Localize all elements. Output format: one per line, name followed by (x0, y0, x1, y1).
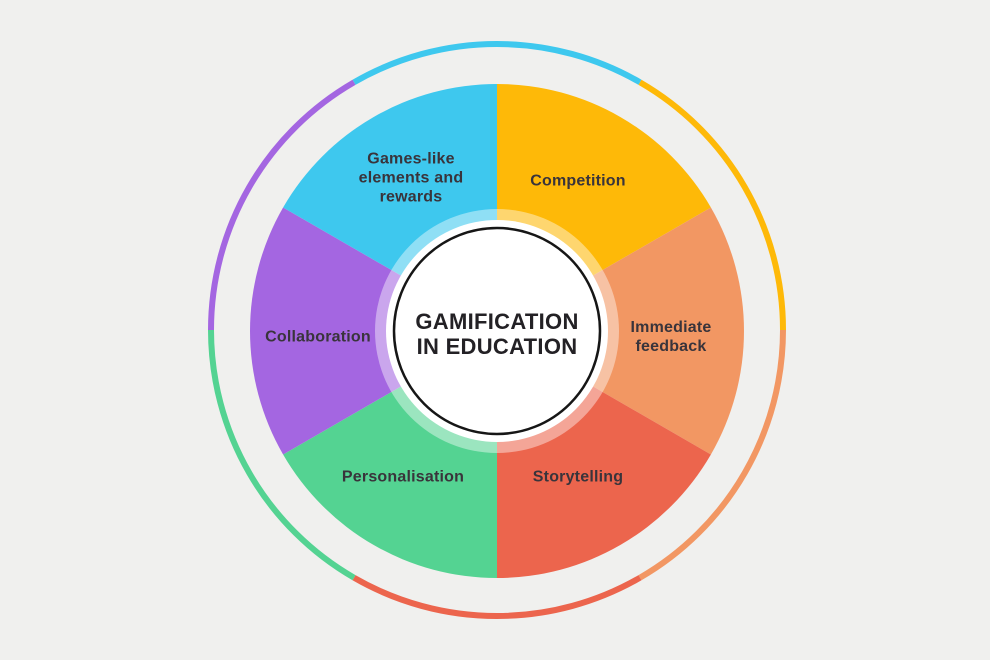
center-title: GAMIFICATION IN EDUCATION (415, 309, 578, 359)
center-circle (386, 220, 608, 442)
ring-arc-competition (638, 79, 786, 331)
segment-collaboration (250, 207, 497, 455)
center-title-line1: GAMIFICATION (415, 309, 579, 334)
label-collaboration: Collaboration (265, 328, 371, 346)
segment-immediate-feedback (497, 207, 744, 455)
label-games-like-elements: Games-like elements and rewards (358, 150, 464, 206)
ring-arc-immediate-feedback (638, 329, 786, 581)
label-personalisation: Personalisation (341, 468, 465, 486)
ring-arc-collaboration (208, 79, 356, 331)
ring-arc-games-like (352, 40, 642, 85)
label-storytelling: Storytelling (532, 468, 624, 486)
center-title-line2: IN EDUCATION (416, 334, 578, 359)
center-ring-outline (392, 226, 602, 436)
ring-arc-storytelling (352, 575, 642, 620)
label-immediate-feedback: Immediate feedback (630, 319, 712, 355)
ring-arc-personalisation (208, 329, 356, 581)
outer-accent-ring (208, 40, 786, 620)
label-competition: Competition (530, 172, 626, 190)
